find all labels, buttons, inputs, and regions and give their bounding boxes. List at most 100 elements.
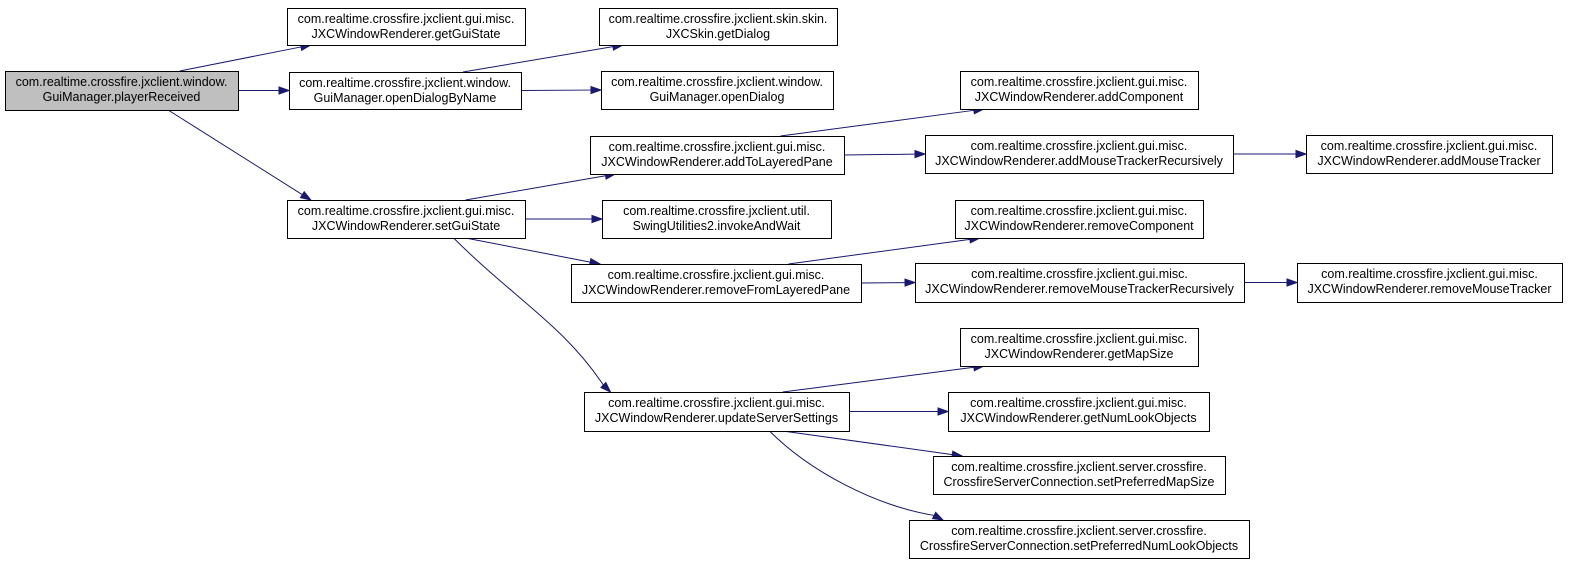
node-package-label: com.realtime.crossfire.jxclient.gui.misc… — [971, 204, 1188, 218]
node-box — [955, 200, 1204, 239]
node-method-label: JXCWindowRenderer.getMapSize — [985, 347, 1174, 361]
node-method-label: SwingUtilities2.invokeAndWait — [633, 219, 801, 233]
node-jxcwindowrenderer-removemousetrackerrecursively[interactable]: com.realtime.crossfire.jxclient.gui.misc… — [915, 263, 1245, 303]
edge-n6-n10 — [780, 106, 986, 137]
node-method-label: JXCWindowRenderer.addToLayeredPane — [601, 155, 832, 169]
arrowhead-icon — [1286, 278, 1299, 287]
edge-n6-n11 — [843, 149, 927, 159]
node-guimanager-opendialog[interactable]: com.realtime.crossfire.jxclient.window.G… — [601, 71, 834, 110]
node-package-label: com.realtime.crossfire.jxclient.gui.misc… — [971, 75, 1188, 89]
node-package-label: com.realtime.crossfire.jxclient.util. — [623, 204, 810, 218]
node-method-label: CrossfireServerConnection.setPreferredMa… — [944, 475, 1215, 489]
arrowhead-icon — [1295, 149, 1308, 159]
node-package-label: com.realtime.crossfire.jxclient.gui.misc… — [609, 140, 826, 154]
node-box — [601, 71, 834, 110]
edge-line — [782, 430, 953, 456]
node-method-label: GuiManager.openDialogByName — [314, 91, 497, 105]
edge-n11-n18 — [1233, 149, 1308, 159]
edge-line — [453, 237, 604, 386]
edge-n13-n19 — [1244, 278, 1299, 287]
node-package-label: com.realtime.crossfire.jxclient.server.c… — [951, 460, 1207, 474]
node-method-label: CrossfireServerConnection.setPreferredNu… — [920, 539, 1238, 553]
edge-line — [780, 109, 974, 137]
node-method-label: JXCWindowRenderer.addMouseTracker — [1317, 154, 1540, 168]
edge-n9-n14 — [782, 363, 986, 393]
node-jxcwindowrenderer-updateserversettings[interactable]: com.realtime.crossfire.jxclient.gui.misc… — [584, 392, 850, 432]
node-box — [925, 135, 1234, 174]
node-jxcwindowrenderer-removemousetracker[interactable]: com.realtime.crossfire.jxclient.gui.misc… — [1297, 263, 1563, 303]
edge-n0-n2 — [238, 86, 291, 95]
edge-n3-n9 — [453, 237, 612, 394]
node-package-label: com.realtime.crossfire.jxclient.server.c… — [951, 524, 1207, 538]
node-method-label: JXCWindowRenderer.addComponent — [975, 90, 1184, 104]
edge-line — [769, 430, 935, 516]
edge-n3-n6 — [465, 171, 617, 201]
node-box — [960, 71, 1199, 110]
node-package-label: com.realtime.crossfire.jxclient.window. — [16, 75, 228, 89]
node-box — [909, 520, 1250, 559]
edge-n3-n8 — [465, 237, 602, 267]
node-box — [287, 200, 526, 239]
node-jxcwindowrenderer-addmousetracker[interactable]: com.realtime.crossfire.jxclient.gui.misc… — [1306, 135, 1553, 174]
node-jxcwindowrenderer-getguistate[interactable]: com.realtime.crossfire.jxclient.gui.misc… — [287, 8, 526, 46]
node-package-label: com.realtime.crossfire.jxclient.gui.misc… — [298, 12, 515, 26]
node-box — [602, 200, 832, 239]
nodes-layer: com.realtime.crossfire.jxclient.window.G… — [5, 8, 1563, 559]
node-jxcskin-getdialog[interactable]: com.realtime.crossfire.jxclient.skin.ski… — [599, 8, 838, 46]
edge-line — [465, 237, 591, 263]
node-package-label: com.realtime.crossfire.jxclient.gui.misc… — [1321, 267, 1538, 281]
node-method-label: JXCWindowRenderer.removeComponent — [964, 219, 1194, 233]
node-package-label: com.realtime.crossfire.jxclient.gui.misc… — [971, 267, 1188, 281]
node-swingutilities2-invokeandwait[interactable]: com.realtime.crossfire.jxclient.util.Swi… — [602, 200, 832, 239]
arrowhead-icon — [590, 85, 603, 95]
node-package-label: com.realtime.crossfire.jxclient.gui.misc… — [971, 139, 1188, 153]
edge-n9-n15 — [849, 407, 950, 416]
edge-n0-n3 — [167, 109, 313, 201]
node-method-label: JXCWindowRenderer.getGuiState — [312, 27, 501, 41]
edge-n2-n4 — [462, 42, 625, 73]
node-crossfireserverconnection-setpreferredmapsize[interactable]: com.realtime.crossfire.jxclient.server.c… — [933, 456, 1226, 495]
node-jxcwindowrenderer-addcomponent[interactable]: com.realtime.crossfire.jxclient.gui.misc… — [960, 71, 1199, 110]
arrowhead-icon — [937, 407, 950, 416]
arrowhead-icon — [600, 381, 612, 394]
edge-line — [843, 153, 916, 156]
node-method-label: JXCWindowRenderer.removeFromLayeredPane — [582, 283, 850, 297]
node-package-label: com.realtime.crossfire.jxclient.gui.misc… — [298, 204, 515, 218]
arrowhead-icon — [931, 511, 945, 521]
node-jxcwindowrenderer-addmousetrackerrecursively[interactable]: com.realtime.crossfire.jxclient.gui.misc… — [925, 135, 1234, 174]
node-package-label: com.realtime.crossfire.jxclient.window. — [299, 76, 511, 90]
node-guimanager-opendialogbyname[interactable]: com.realtime.crossfire.jxclient.window.G… — [289, 72, 522, 110]
node-box — [948, 392, 1210, 432]
node-method-label: JXCWindowRenderer.updateServerSettings — [595, 411, 838, 425]
arrowhead-icon — [914, 149, 927, 159]
node-jxcwindowrenderer-setguistate[interactable]: com.realtime.crossfire.jxclient.gui.misc… — [287, 200, 526, 239]
node-box — [1306, 135, 1553, 174]
node-box — [960, 328, 1199, 367]
edge-n9-n17 — [769, 430, 945, 521]
node-jxcwindowrenderer-removecomponent[interactable]: com.realtime.crossfire.jxclient.gui.misc… — [955, 200, 1204, 239]
node-box — [915, 263, 1245, 303]
node-crossfireserverconnection-setpreferrednumlookobjects[interactable]: com.realtime.crossfire.jxclient.server.c… — [909, 520, 1250, 559]
node-method-label: GuiManager.playerReceived — [43, 90, 201, 104]
edge-line — [167, 109, 303, 196]
node-jxcwindowrenderer-addtolayeredpane[interactable]: com.realtime.crossfire.jxclient.gui.misc… — [590, 136, 845, 175]
node-jxcwindowrenderer-getnumlookobjects[interactable]: com.realtime.crossfire.jxclient.gui.misc… — [948, 392, 1210, 432]
node-package-label: com.realtime.crossfire.jxclient.gui.misc… — [1321, 139, 1538, 153]
node-method-label: JXCWindowRenderer.getNumLookObjects — [960, 411, 1196, 425]
arrowhead-icon — [299, 190, 313, 201]
edge-line — [465, 175, 606, 201]
node-method-label: JXCSkin.getDialog — [666, 27, 770, 41]
node-package-label: com.realtime.crossfire.jxclient.window. — [611, 75, 823, 89]
edge-line — [782, 366, 974, 393]
node-jxcwindowrenderer-removefromlayeredpane[interactable]: com.realtime.crossfire.jxclient.gui.misc… — [571, 264, 862, 303]
edge-n8-n12 — [788, 235, 982, 265]
node-package-label: com.realtime.crossfire.jxclient.skin.ski… — [609, 12, 828, 26]
node-jxcwindowrenderer-getmapsize[interactable]: com.realtime.crossfire.jxclient.gui.misc… — [960, 328, 1199, 367]
node-box — [1297, 263, 1563, 303]
edge-n2-n5 — [520, 85, 603, 95]
node-guimanager-playerreceived[interactable]: com.realtime.crossfire.jxclient.window.G… — [5, 71, 239, 111]
edge-line — [788, 238, 970, 265]
node-box — [599, 8, 838, 46]
arrowhead-icon — [278, 86, 291, 95]
node-box — [5, 71, 239, 111]
